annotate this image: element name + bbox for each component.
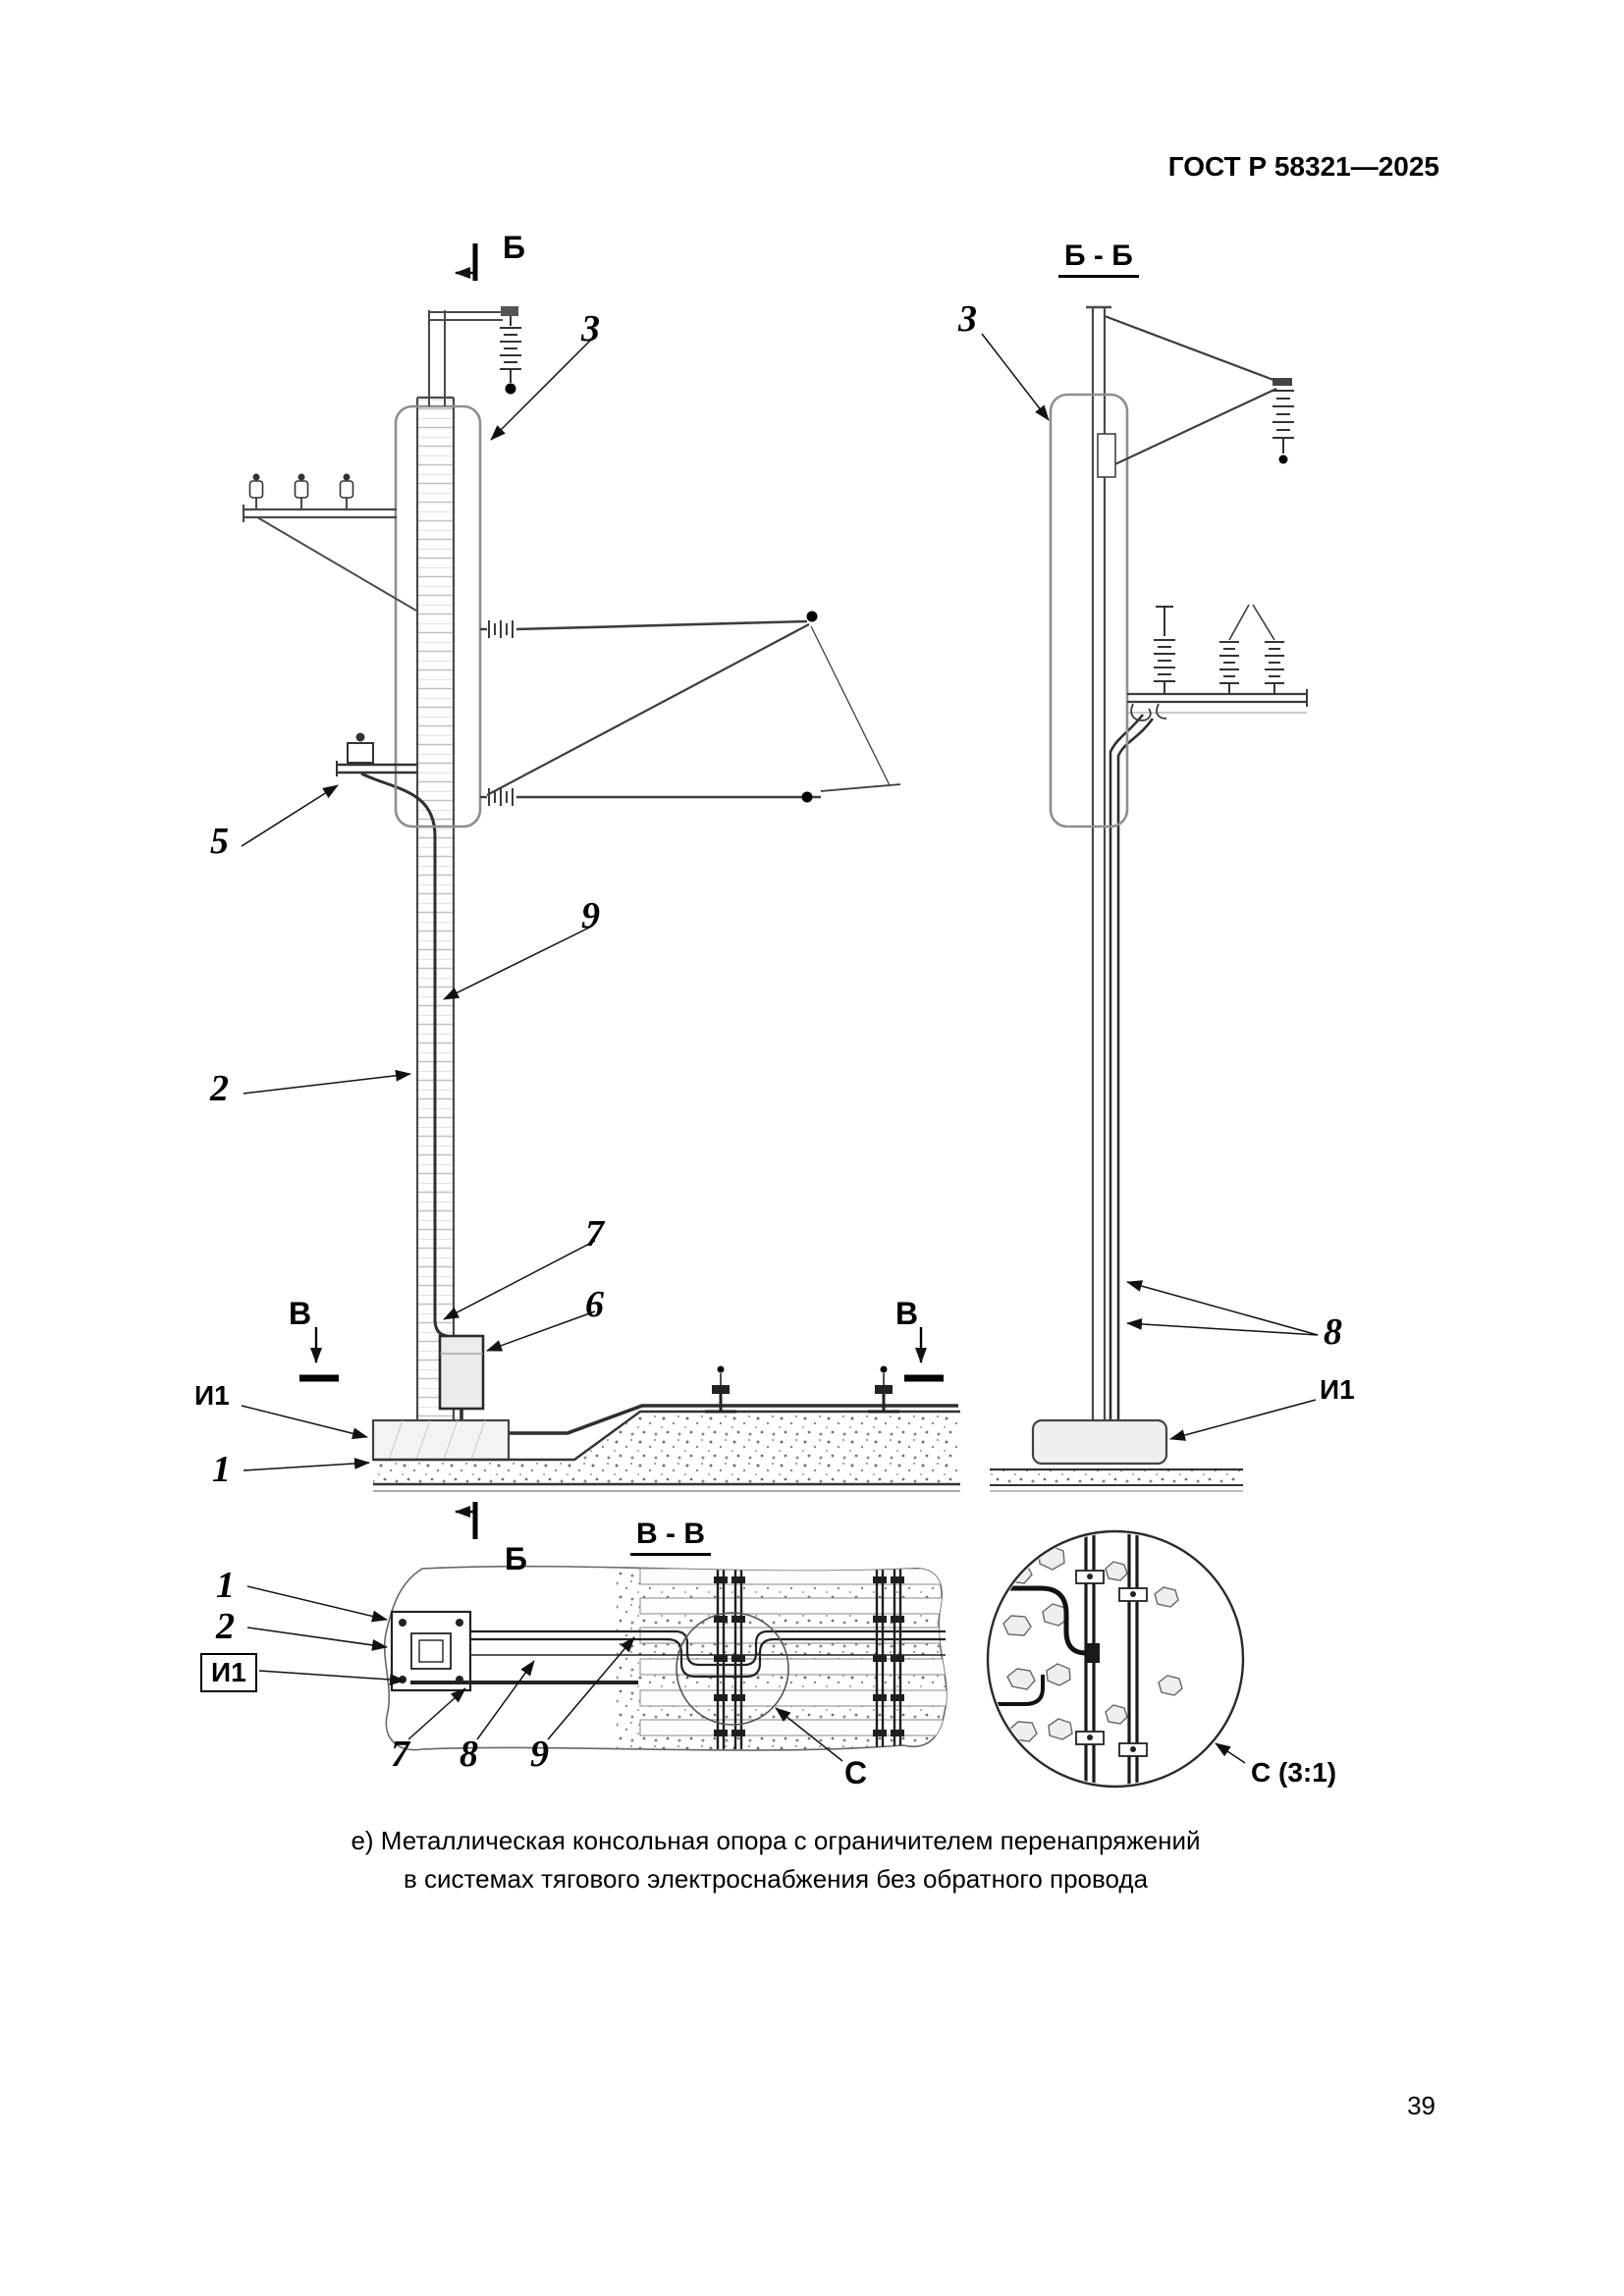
- detail-bolts: [1087, 1574, 1136, 1752]
- cable-clamp: [1086, 1643, 1100, 1663]
- callout-2-vv: 2: [216, 1606, 235, 1647]
- mast-base-flange: [390, 1610, 472, 1692]
- bb-arm-group: [1127, 604, 1308, 721]
- suspension-insulator-icon: [1272, 390, 1294, 454]
- page-number: 39: [1407, 2091, 1435, 2120]
- top-bracket: [428, 306, 521, 406]
- section-bb-title: Б - Б: [1058, 241, 1139, 278]
- pin-insulator-icon: [294, 473, 309, 509]
- callout-9-front: 9: [581, 895, 600, 936]
- rail-icon: [705, 1365, 736, 1414]
- section-v-letter-right: В: [895, 1296, 919, 1331]
- callout-9-vv: 9: [530, 1734, 549, 1775]
- detail-c-title: С (3:1): [1251, 1757, 1337, 1788]
- insulator-stack-icon: [1219, 641, 1239, 694]
- section-bb-view: [981, 305, 1319, 1492]
- section-vv-view: [246, 1565, 947, 1762]
- figure-caption-line2: в системах тягового электроснабжения без…: [403, 1864, 1149, 1894]
- bb-mast: [1086, 305, 1111, 1420]
- insulator-stack-icon: [1154, 606, 1175, 694]
- callout-5: 5: [210, 821, 229, 862]
- cantilever: [480, 611, 901, 806]
- callout-2-front: 2: [210, 1068, 229, 1109]
- vv-leaders: [246, 1585, 843, 1762]
- callout-i1-vv: И1: [200, 1653, 257, 1692]
- callout-7-vv: 7: [391, 1734, 409, 1775]
- surge-arrester-box: [438, 1334, 485, 1411]
- bb-foundation: [1031, 1418, 1168, 1466]
- detail-indicator-circle: [676, 1612, 789, 1726]
- callout-i1-front: И1: [194, 1380, 230, 1411]
- detail-c-marker: С: [844, 1755, 868, 1790]
- section-b-letter-bottom: Б: [505, 1541, 527, 1576]
- suspension-insulator-icon: [500, 316, 521, 383]
- callout-1-vv: 1: [216, 1565, 235, 1606]
- detail-leader: [1215, 1742, 1246, 1764]
- callout-3-front: 3: [581, 308, 600, 349]
- ground-track: [373, 1365, 960, 1492]
- callout-3-bb: 3: [958, 298, 977, 340]
- section-v-cut-right: [904, 1327, 944, 1382]
- rail-icon: [868, 1365, 899, 1414]
- section-v-letter-left: В: [289, 1296, 312, 1331]
- insulator-stack-icon: [1265, 641, 1284, 694]
- front-view: [241, 243, 960, 1539]
- pin-insulator-icon: [248, 473, 264, 509]
- detail-c-view: [986, 1529, 1246, 1789]
- standard-number: ГОСТ Р 58321—2025: [1167, 151, 1439, 182]
- front-leaders: [241, 339, 596, 1471]
- callout-6: 6: [585, 1284, 604, 1325]
- section-b-cut-top: [455, 243, 478, 281]
- bb-cable-pair: [1109, 714, 1155, 1420]
- bb-top-bracket: [1097, 314, 1294, 478]
- callout-8-bb: 8: [1324, 1311, 1342, 1353]
- callout-1-front: 1: [212, 1449, 231, 1490]
- foundation: [371, 1418, 511, 1462]
- rail-clamps: [714, 1576, 904, 1736]
- crossarm: [242, 473, 417, 612]
- bracket-device: [336, 732, 417, 776]
- section-b-cut-bottom: [455, 1502, 478, 1539]
- pole-enclosure: [394, 404, 482, 828]
- bb-leaders: [981, 333, 1319, 1441]
- section-vv-title: В - В: [630, 1520, 711, 1556]
- pin-insulator-icon: [339, 473, 354, 509]
- section-b-letter-top: Б: [503, 230, 525, 265]
- callout-7-front: 7: [585, 1213, 604, 1255]
- bb-ground: [990, 1468, 1243, 1492]
- detail-cable: [990, 1585, 1094, 1706]
- callout-8-vv: 8: [460, 1734, 478, 1775]
- figure-caption: е) Металлическая консольная опора с огра…: [187, 1822, 1365, 1898]
- callout-i1-bb: И1: [1320, 1374, 1355, 1405]
- bb-enclosure: [1049, 393, 1129, 828]
- figure-caption-line1: е) Металлическая консольная опора с огра…: [351, 1826, 1201, 1855]
- section-v-cut-left: [299, 1327, 339, 1382]
- vv-track-area: [617, 1566, 947, 1751]
